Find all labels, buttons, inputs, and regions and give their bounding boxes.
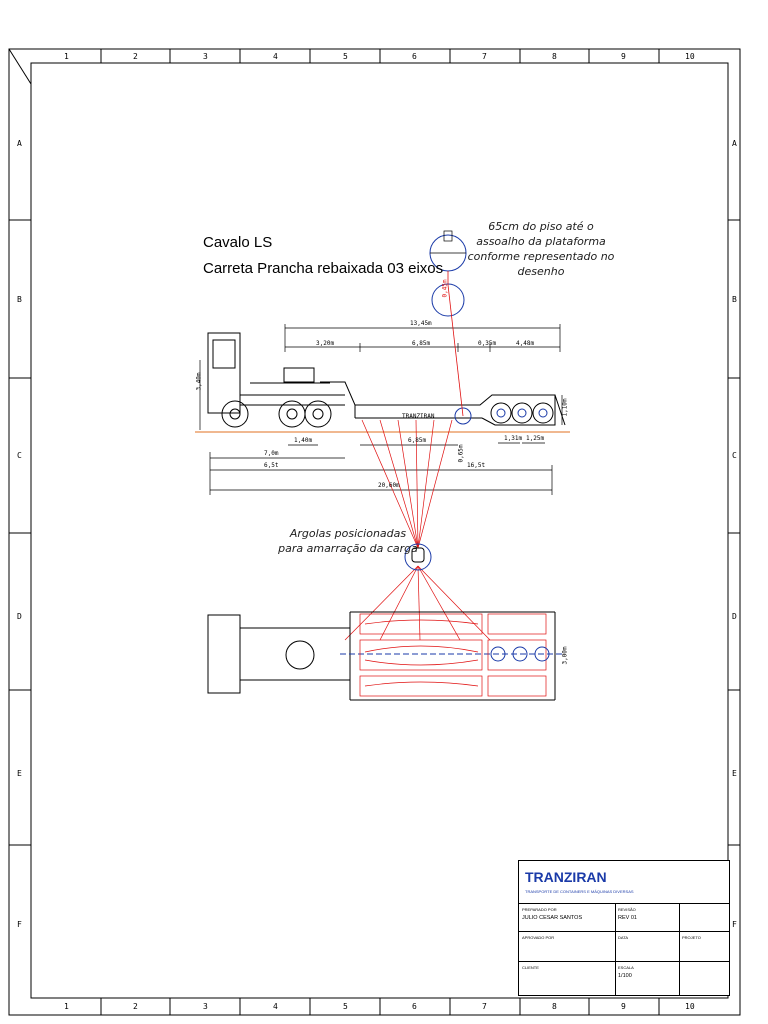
detail-floor-height xyxy=(429,230,467,417)
grid-col-9-bottom: 9 xyxy=(621,1002,626,1011)
grid-col-4: 4 xyxy=(273,52,278,61)
grid-row-a-right: A xyxy=(732,139,737,148)
ring-icon xyxy=(411,547,425,563)
tb-divider-1 xyxy=(519,903,729,904)
tb-divider-3 xyxy=(519,961,729,962)
dim-axle-gap-1: 1,31m xyxy=(504,435,523,442)
drawing-title: Cavalo LS xyxy=(203,234,273,251)
grid-col-3-bottom: 3 xyxy=(203,1002,208,1011)
grid-row-a: A xyxy=(17,139,22,148)
outer-border xyxy=(8,48,741,1016)
scale-value: 1/100 xyxy=(618,973,632,979)
grid-col-1-bottom: 1 xyxy=(64,1002,69,1011)
prepared-by-value: JULIO CESAR SANTOS xyxy=(522,915,583,921)
trailer-side-view xyxy=(320,381,566,426)
approved-by-caption: APROVADO POR xyxy=(522,935,555,940)
grid-col-6: 6 xyxy=(412,52,417,61)
ring-callout-lines xyxy=(344,419,491,641)
prepared-by-caption: PREPARADO POR xyxy=(522,907,557,912)
grid-col-5: 5 xyxy=(343,52,348,61)
dim-overall-bottom: 20,60m xyxy=(378,482,400,489)
plan-deck-hatching xyxy=(359,613,547,697)
dim-axle-gap-tractor: 1,40m xyxy=(294,437,313,444)
date-caption: DATA xyxy=(618,935,629,940)
dim-axle-gap-2: 1,25m xyxy=(526,435,545,442)
title-block: TRANZIRAN TRANSPORTE DE CONTAINERS E MÁQ… xyxy=(518,860,730,996)
dim-weight-1: 6,5t xyxy=(264,462,279,469)
dimension-lines xyxy=(199,324,563,495)
grid-col-7: 7 xyxy=(482,52,487,61)
grid-col-6-bottom: 6 xyxy=(412,1002,417,1011)
ring-detail-circle xyxy=(404,543,432,571)
tb-vdivider-1 xyxy=(615,903,616,995)
project-caption: PROJETO xyxy=(682,935,701,940)
grid-col-5-bottom: 5 xyxy=(343,1002,348,1011)
rings-note: Argolas posicionadas para amarração da c… xyxy=(278,527,418,555)
trailer-label: TRANZIRAN xyxy=(402,413,435,420)
dim-seg-b: 6,85m xyxy=(412,340,431,347)
dim-height-rear: 1,10m xyxy=(561,398,569,417)
grid-row-c: C xyxy=(17,451,22,460)
dim-floor-height: 0,65m xyxy=(457,444,465,463)
tb-vdivider-2 xyxy=(679,903,680,995)
grid-col-1: 1 xyxy=(64,52,69,61)
grid-row-c-right: C xyxy=(732,451,737,460)
detail-dimension: 0,45m xyxy=(441,279,449,298)
grid-col-10: 10 xyxy=(685,52,695,61)
tractor-side-view xyxy=(207,332,345,428)
dim-deck-length: 6,85m xyxy=(408,437,427,444)
dim-seg-d: 4,48m xyxy=(516,340,535,347)
floor-height-note: 65cm do piso até o assoalho da plataform… xyxy=(467,220,615,278)
grid-col-3: 3 xyxy=(203,52,208,61)
revision-caption: REVISÃO xyxy=(618,907,636,912)
plan-view xyxy=(207,611,565,701)
dim-seg-c: 0,35m xyxy=(478,340,497,347)
grid-col-4-bottom: 4 xyxy=(273,1002,278,1011)
grid-col-7-bottom: 7 xyxy=(482,1002,487,1011)
dim-seg-a: 3,20m xyxy=(316,340,335,347)
grid-row-e: E xyxy=(17,769,22,778)
grid-col-2: 2 xyxy=(133,52,138,61)
dim-overall-top: 13,45m xyxy=(410,320,432,327)
grid-row-d-right: D xyxy=(732,612,737,621)
grid-row-f: F xyxy=(17,920,22,929)
grid-row-e-right: E xyxy=(732,769,737,778)
dim-weight-2: 16,5t xyxy=(467,462,486,469)
grid-col-9: 9 xyxy=(621,52,626,61)
dim-width-plan: 3,00m xyxy=(561,646,569,665)
company-brand: TRANZIRAN xyxy=(525,869,607,885)
scale-caption: ESCALA xyxy=(618,965,634,970)
grid-ticks xyxy=(8,48,740,1015)
grid-col-8-bottom: 8 xyxy=(552,1002,557,1011)
grid-row-f-right: F xyxy=(732,920,737,929)
grid-col-8: 8 xyxy=(552,52,557,61)
grid-col-2-bottom: 2 xyxy=(133,1002,138,1011)
grid-row-d: D xyxy=(17,612,22,621)
dim-distance-1: 7,0m xyxy=(264,450,279,457)
company-tagline: TRANSPORTE DE CONTAINERS E MÁQUINAS DIVE… xyxy=(525,889,634,894)
tb-divider-2 xyxy=(519,931,729,932)
plan-axles xyxy=(490,646,550,662)
grid-row-b: B xyxy=(17,295,22,304)
dim-height-cab: 3,40m xyxy=(195,372,203,391)
client-caption: CLIENTE xyxy=(522,965,539,970)
revision-value: REV 01 xyxy=(618,915,637,921)
drawing-subtitle: Carreta Prancha rebaixada 03 eixos xyxy=(203,260,444,277)
grid-row-b-right: B xyxy=(732,295,737,304)
grid-col-10-bottom: 10 xyxy=(685,1002,695,1011)
